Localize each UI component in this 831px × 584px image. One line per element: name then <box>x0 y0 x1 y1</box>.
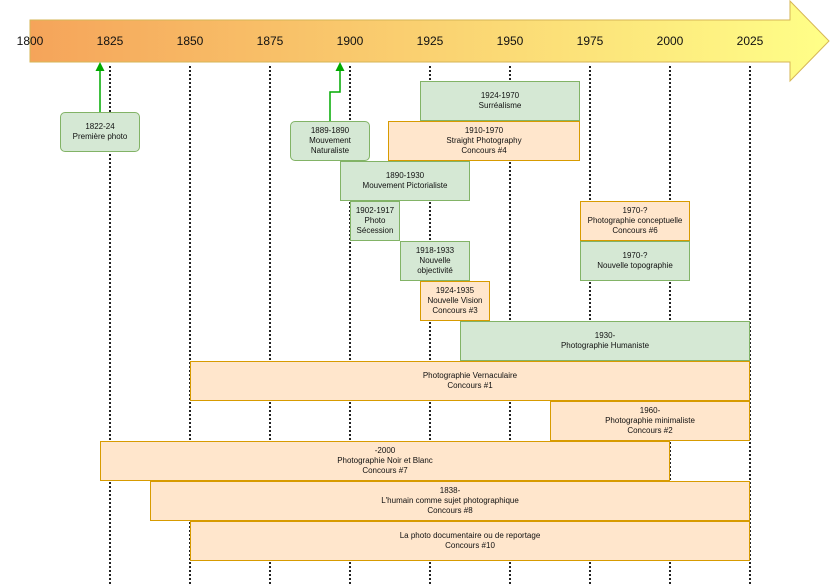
box-nouvelle-topographie: 1970-?Nouvelle topographie <box>580 241 690 281</box>
box-photographie-minimaliste-line: Photographie minimaliste <box>605 416 695 425</box>
box-nouvelle-vision-line: 1924-1935 <box>435 286 475 295</box>
year-tick-1925: 1925 <box>416 34 444 48</box>
box-humain-sujet-line: Concours #8 <box>427 506 473 515</box>
gridline-1825 <box>109 66 111 584</box>
box-photographie-minimaliste-line: Concours #2 <box>627 426 673 435</box>
connector-premiere-photo-head <box>95 62 105 71</box>
box-nouvelle-topographie-line: 1970-? <box>622 251 648 260</box>
box-humain-sujet: 1838-L'humain comme sujet photographique… <box>150 481 750 521</box>
box-photo-secession-line: Photo <box>364 216 386 225</box>
box-photo-documentaire-line: La photo documentaire ou de reportage <box>399 531 541 540</box>
box-straight-photography-line: 1910-1970 <box>464 126 504 135</box>
box-photographie-humaniste-line: 1930- <box>594 331 616 340</box>
box-premiere-photo-line: Première photo <box>72 132 128 141</box>
box-nouvelle-objectivite-line: objectivité <box>417 266 453 275</box>
box-photographie-conceptuelle-line: 1970-? <box>622 206 648 215</box>
box-surrealisme-line: 1924-1970 <box>480 91 520 100</box>
gridline-2025 <box>749 66 751 584</box>
year-tick-1800: 1800 <box>16 34 44 48</box>
connector-naturaliste <box>329 70 341 121</box>
box-photographie-minimaliste-line: 1960- <box>639 406 661 415</box>
box-noir-et-blanc-line: Photographie Noir et Blanc <box>337 456 433 465</box>
box-mouvement-naturaliste-line: 1889-1890 <box>310 126 350 135</box>
box-premiere-photo-line: 1822-24 <box>85 122 115 131</box>
timeline-arrow-shape <box>29 0 830 83</box>
year-tick-1975: 1975 <box>576 34 604 48</box>
box-straight-photography-line: Concours #4 <box>461 146 507 155</box>
box-noir-et-blanc-line: Concours #7 <box>362 466 408 475</box>
box-photo-secession-line: Sécession <box>356 226 394 235</box>
box-photographie-conceptuelle-line: Concours #6 <box>612 226 658 235</box>
box-humain-sujet-line: 1838- <box>439 486 461 495</box>
box-humain-sujet-line: L'humain comme sujet photographique <box>381 496 519 505</box>
box-straight-photography-line: Straight Photography <box>446 136 522 145</box>
box-mouvement-pictorialiste-line: 1890-1930 <box>385 171 425 180</box>
year-tick-1850: 1850 <box>176 34 204 48</box>
gridline-1850 <box>189 66 191 584</box>
year-tick-2000: 2000 <box>656 34 684 48</box>
box-nouvelle-vision-line: Nouvelle Vision <box>427 296 483 305</box>
box-nouvelle-objectivite-line: 1918-1933 <box>415 246 455 255</box>
gridline-1900 <box>349 66 351 584</box>
box-photographie-humaniste: 1930-Photographie Humaniste <box>460 321 750 361</box>
box-noir-et-blanc-line: -2000 <box>374 446 396 455</box>
gridline-1925 <box>429 66 431 584</box>
year-tick-1875: 1875 <box>256 34 284 48</box>
box-photographie-vernaculaire-line: Photographie Vernaculaire <box>422 371 518 380</box>
box-surrealisme-line: Surréalisme <box>478 101 522 110</box>
gridline-1875 <box>269 66 271 584</box>
year-tick-1900: 1900 <box>336 34 364 48</box>
year-tick-1825: 1825 <box>96 34 124 48</box>
box-nouvelle-vision-line: Concours #3 <box>432 306 478 315</box>
box-mouvement-naturaliste-line: Naturaliste <box>310 146 350 155</box>
box-nouvelle-objectivite-line: Nouvelle <box>419 256 451 265</box>
box-photo-documentaire-line: Concours #10 <box>445 541 495 550</box>
box-photographie-vernaculaire-line: Concours #1 <box>447 381 493 390</box>
box-mouvement-pictorialiste-line: Mouvement Pictorialiste <box>362 181 448 190</box>
connector-naturaliste-head <box>335 62 345 71</box>
year-tick-1950: 1950 <box>496 34 524 48</box>
box-photographie-conceptuelle-line: Photographie conceptuelle <box>587 216 683 225</box>
year-tick-2025: 2025 <box>736 34 764 48</box>
box-mouvement-naturaliste-line: Mouvement <box>309 136 351 145</box>
box-nouvelle-topographie-line: Nouvelle topographie <box>597 261 673 270</box>
box-photo-secession-line: 1902-1917 <box>355 206 395 215</box>
box-photographie-humaniste-line: Photographie Humaniste <box>560 341 650 350</box>
